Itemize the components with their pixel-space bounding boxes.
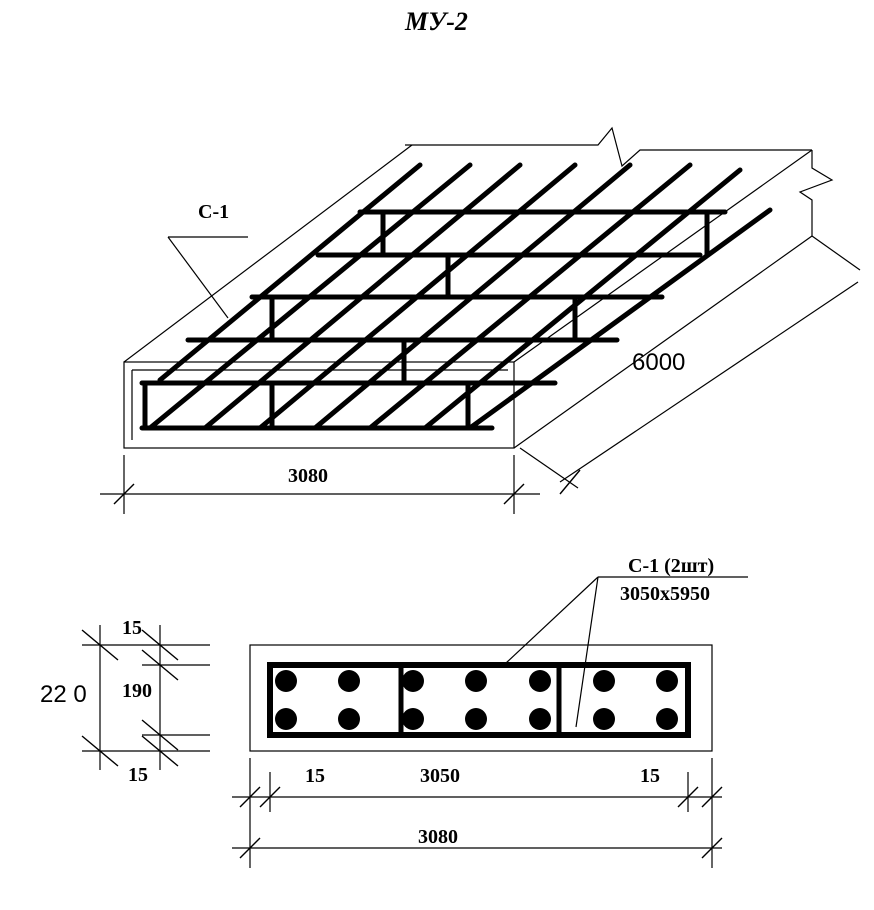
section-height-total: 22 0 [40, 681, 87, 708]
iso-width-dimension [100, 455, 540, 514]
section-height-dimension [81, 625, 210, 770]
section-height-inner: 190 [122, 680, 152, 702]
iso-width-label: 3080 [288, 465, 328, 487]
iso-mesh-leader [167, 236, 248, 319]
drawing-title: МУ-2 [404, 7, 468, 36]
slab-front-face [123, 361, 515, 449]
iso-length-dimension [519, 235, 861, 495]
section-bars [275, 670, 678, 730]
section-cover-right: 15 [640, 765, 660, 787]
section-cover-bottom: 15 [128, 764, 148, 786]
section-cover-left: 15 [305, 765, 325, 787]
iso-mesh-label: С-1 [198, 201, 229, 223]
section-cover-top: 15 [122, 617, 142, 639]
section-mesh-frame [267, 662, 691, 738]
section-mesh [267, 662, 691, 738]
section-total-width: 3080 [418, 826, 458, 848]
section-mesh-label-line2: 3050х5950 [620, 583, 710, 605]
section-outline [249, 644, 713, 752]
iso-length-label: 6000 [632, 349, 685, 376]
section-width-dimension [232, 758, 723, 868]
iso-slab [123, 126, 834, 449]
section-mesh-leader [504, 576, 748, 728]
section-mesh-label-line1: С-1 (2шт) [628, 555, 714, 577]
section-inner-width: 3050 [420, 765, 460, 787]
section-slab [249, 644, 713, 752]
iso-mesh-verticals [142, 209, 710, 431]
